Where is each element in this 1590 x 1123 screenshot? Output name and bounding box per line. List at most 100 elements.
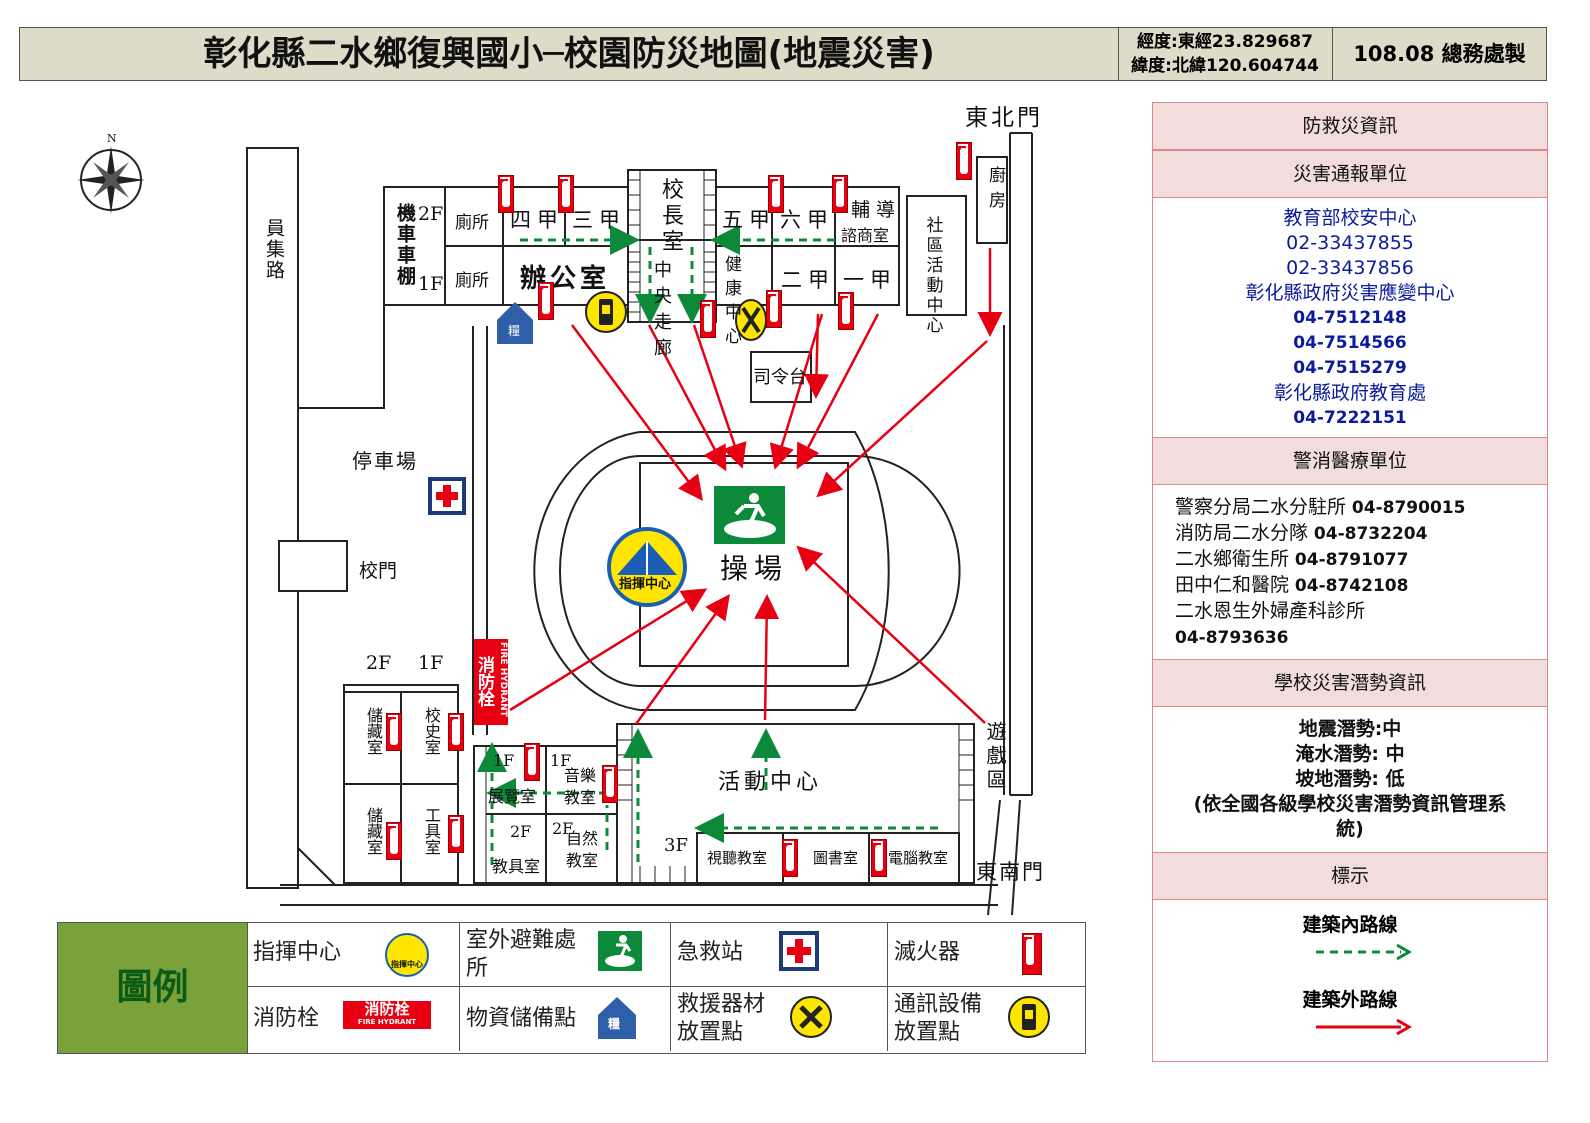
outdoor-refuge-icon [714, 486, 785, 544]
principal-office-label: 校長室 [661, 178, 688, 255]
legend-supply-label: 物資儲備點 [466, 1006, 577, 1031]
comm-device-icon [1008, 996, 1050, 1038]
potential-item: 地震潛勢:中 [1298, 718, 1402, 740]
kitchen-label: 廚房 [985, 166, 1005, 216]
extinguisher-icon [766, 290, 782, 328]
northeast-gate-label: 東北門 [965, 105, 1043, 131]
extinguisher-icon [602, 765, 618, 803]
school-gate-label: 校門 [359, 560, 398, 582]
nature-floor-label: 2F [552, 819, 574, 838]
potential-item: 統) [1336, 818, 1364, 840]
hydrant-en-label: FIRE HYDRANT [498, 642, 508, 717]
report-unit-item: 彰化縣政府教育處 [1273, 382, 1426, 404]
music-room-label: 音樂教室 [564, 766, 597, 807]
rescue-equipment-icon [790, 996, 832, 1038]
command-center-icon: 指揮中心 [385, 933, 429, 977]
legend-command-label: 指揮中心 [253, 940, 342, 965]
police-medical-item: 消防局二水分隊 04-8732204 [1175, 521, 1547, 547]
outdoor-refuge-icon [598, 931, 642, 971]
class-1a-label: 一甲 [843, 268, 897, 292]
legend-hydrant: 消防栓 消防栓 FIRE HYDRANT [247, 987, 460, 1051]
class-6a-label: 六甲 [780, 208, 834, 232]
class-3a-label: 三甲 [572, 208, 626, 232]
extinguisher-icon [700, 300, 716, 338]
unit-phone: 04-8791077 [1289, 550, 1409, 570]
storage-room-2-label: 儲藏室 [364, 807, 383, 855]
extinguisher-icon [448, 815, 464, 853]
extinguisher-icon [498, 175, 514, 213]
unit-name: 二水恩生外婦產科診所 [1175, 600, 1366, 622]
compass-north-label: N [107, 132, 117, 145]
history-room-label: 校史室 [422, 707, 441, 755]
legend-hydrant-cn: 消防栓 [364, 1000, 410, 1018]
class-5a-label: 五甲 [722, 208, 776, 232]
legend-outdoor-refuge-label: 室外避難處所 [466, 928, 577, 981]
supply-icon [598, 997, 636, 1039]
legend-rescue: 救援器材放置點 [671, 987, 888, 1051]
av-room-label: 視聽教室 [707, 849, 768, 867]
potential-item: (依全國各級學校災害潛勢資訊管理系 [1193, 793, 1507, 815]
legend-hydrant-en: FIRE HYDRANT [357, 1018, 417, 1026]
potential-header: 學校災害潛勢資訊 [1153, 659, 1547, 707]
extinguisher-icon [832, 175, 848, 213]
tools-floor-label: 2F [510, 822, 532, 841]
legend-supply-icon-text: 糧 [608, 1017, 621, 1031]
play-area-label: 遊戲區 [983, 721, 1007, 793]
music-floor-label: 1F [550, 751, 572, 770]
indoor-route-line [1316, 943, 1412, 961]
potential-item: 坡地潛勢: 低 [1295, 768, 1405, 790]
extinguisher-icon [768, 175, 784, 213]
unit-phone: 04-8790015 [1346, 498, 1466, 518]
podium-label: 司令台 [753, 367, 807, 388]
latitude: 緯度:北緯120.604744 [1131, 56, 1319, 76]
coordinates: 經度:東經23.829687 緯度:北緯120.604744 [1118, 28, 1333, 80]
legend-command-icon-text: 指揮中心 [391, 960, 423, 969]
police-medical-item: 田中仁和醫院 04-8742108 [1175, 573, 1547, 599]
floor-2f-label: 2F [418, 203, 444, 225]
extinguisher-icon [871, 839, 887, 877]
unit-phone: 04-8793636 [1175, 628, 1289, 648]
compass-icon [77, 146, 145, 214]
legend-comm: 通訊設備放置點 [888, 987, 1085, 1051]
potential-list: 地震潛勢:中淹水潛勢: 中坡地潛勢: 低(依全國各級學校災害潛勢資訊管理系統) [1153, 707, 1547, 852]
unit-name: 二水鄉衛生所 [1175, 548, 1290, 570]
page-title: 彰化縣二水鄉復興國小─校園防災地圖(地震災害) [20, 28, 1119, 80]
rescue-equipment-icon [735, 299, 767, 341]
health-center-label: 健康中心 [725, 255, 746, 347]
report-unit-item: 04-7222151 [1293, 408, 1407, 428]
unit-name: 警察分局二水分駐所 [1175, 496, 1347, 518]
office-label: 辦公室 [520, 264, 611, 294]
outdoor-route-label: 建築外路線 [1302, 989, 1398, 1011]
motorbike-shed-label: 機車車棚 [394, 203, 416, 287]
legend-command: 指揮中心 指揮中心 [247, 923, 460, 987]
fire-hydrant-icon [474, 639, 508, 725]
report-unit-item: 04-7514566 [1293, 333, 1407, 353]
indoor-route-label: 建築內路線 [1302, 914, 1398, 936]
computer-room-label: 電腦教室 [888, 849, 949, 867]
supply-icon [497, 302, 533, 344]
floor-3f-label: 3F [664, 835, 688, 856]
extinguisher-icon [386, 822, 402, 860]
counseling-label: 輔導 [851, 199, 902, 221]
science-room-label: 自然教室 [566, 829, 599, 870]
legend-first-aid-label: 急救站 [677, 940, 744, 965]
police-medical-item: 二水恩生外婦產科診所 [1175, 599, 1547, 625]
community-center-label: 社區活動中心 [926, 216, 950, 336]
report-unit-item: 04-7512148 [1293, 308, 1407, 328]
unit-phone: 04-8742108 [1289, 576, 1409, 596]
teaching-aids-room-label: 教具室 [492, 857, 541, 876]
report-unit-item: 教育部校安中心 [1283, 207, 1417, 229]
extinguisher-icon [838, 292, 854, 330]
road-label: 員集路 [263, 218, 285, 281]
storage-room-1-label: 儲藏室 [364, 707, 383, 755]
legend-extinguisher-label: 滅火器 [894, 940, 961, 965]
unit-phone: 04-8732204 [1308, 524, 1428, 544]
storage-1f-label: 1F [418, 652, 444, 674]
legend-rescue-label: 救援器材放置點 [677, 992, 766, 1045]
legend-title: 圖例 [58, 923, 248, 1053]
longitude: 經度:東經23.829687 [1137, 32, 1313, 52]
police-medical-item: 二水鄉衛生所 04-8791077 [1175, 547, 1547, 573]
police-medical-item: 警察分局二水分駐所 04-8790015 [1175, 495, 1547, 521]
